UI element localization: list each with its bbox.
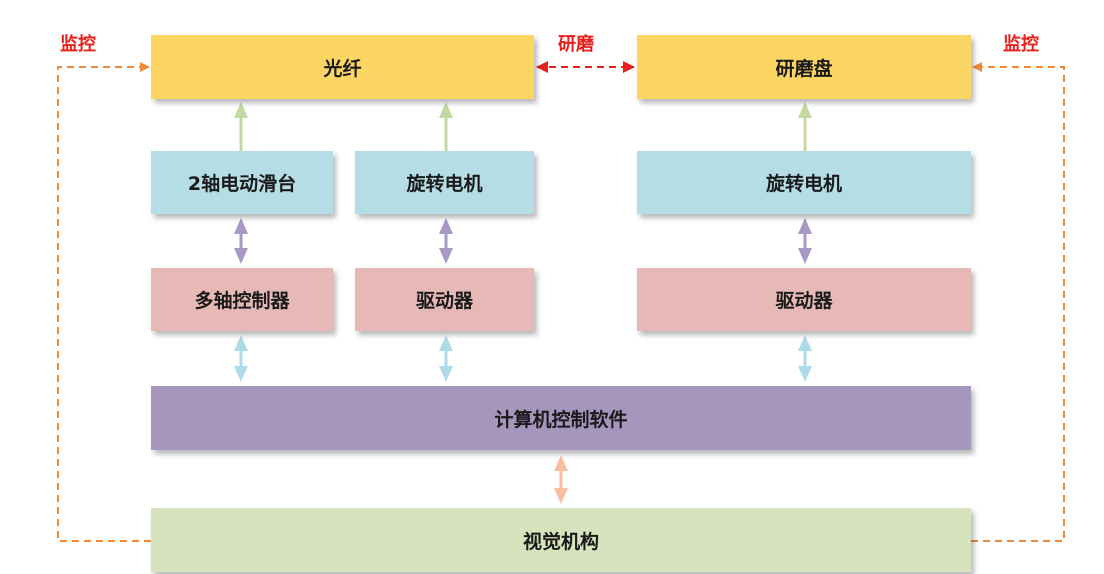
driver-2-box: 驱动器	[637, 268, 971, 331]
monitor-right-label: 监控	[1003, 34, 1039, 55]
monitor-left-line	[57, 62, 151, 542]
grind-label: 研磨	[558, 34, 594, 55]
vision-label: 视觉机构	[522, 530, 599, 553]
grinding-disc-label: 研磨盘	[775, 57, 833, 80]
multi-axis-controller-label: 多轴控制器	[194, 290, 290, 312]
vision-box: 视觉机构	[151, 508, 971, 572]
stage-label: 2轴电动滑台	[187, 173, 297, 195]
software-label: 计算机控制软件	[494, 408, 628, 431]
double-arrow-motor1-drv1	[439, 218, 453, 264]
fiber-box: 光纤	[151, 35, 534, 99]
double-arrow-stage-ctrl	[234, 218, 248, 264]
up-arrow-motor1-fiber	[439, 102, 453, 151]
driver-1-box: 驱动器	[355, 268, 534, 331]
rotary-motor-2-label: 旋转电机	[765, 173, 842, 195]
up-arrow-motor2-disc	[798, 102, 812, 151]
driver-1-label: 驱动器	[415, 290, 473, 312]
stage-box: 2轴电动滑台	[151, 151, 333, 214]
rotary-motor-2-box: 旋转电机	[637, 151, 971, 214]
grinding-disc-box: 研磨盘	[637, 35, 971, 99]
software-box: 计算机控制软件	[151, 386, 971, 450]
up-arrow-stage-fiber	[234, 102, 248, 151]
rotary-motor-1-label: 旋转电机	[406, 173, 483, 195]
fiber-label: 光纤	[323, 57, 362, 80]
double-arrow-ctrl-software	[234, 335, 248, 382]
double-arrow-motor2-drv2	[798, 218, 812, 264]
monitor-right-line	[971, 62, 1065, 542]
multi-axis-controller-box: 多轴控制器	[151, 268, 333, 331]
monitor-left-label: 监控	[60, 34, 96, 55]
double-arrow-software-vision	[554, 455, 568, 504]
double-arrow-drv1-software	[439, 335, 453, 382]
double-arrow-drv2-software	[798, 335, 812, 382]
rotary-motor-1-box: 旋转电机	[355, 151, 534, 214]
driver-2-label: 驱动器	[775, 290, 833, 312]
